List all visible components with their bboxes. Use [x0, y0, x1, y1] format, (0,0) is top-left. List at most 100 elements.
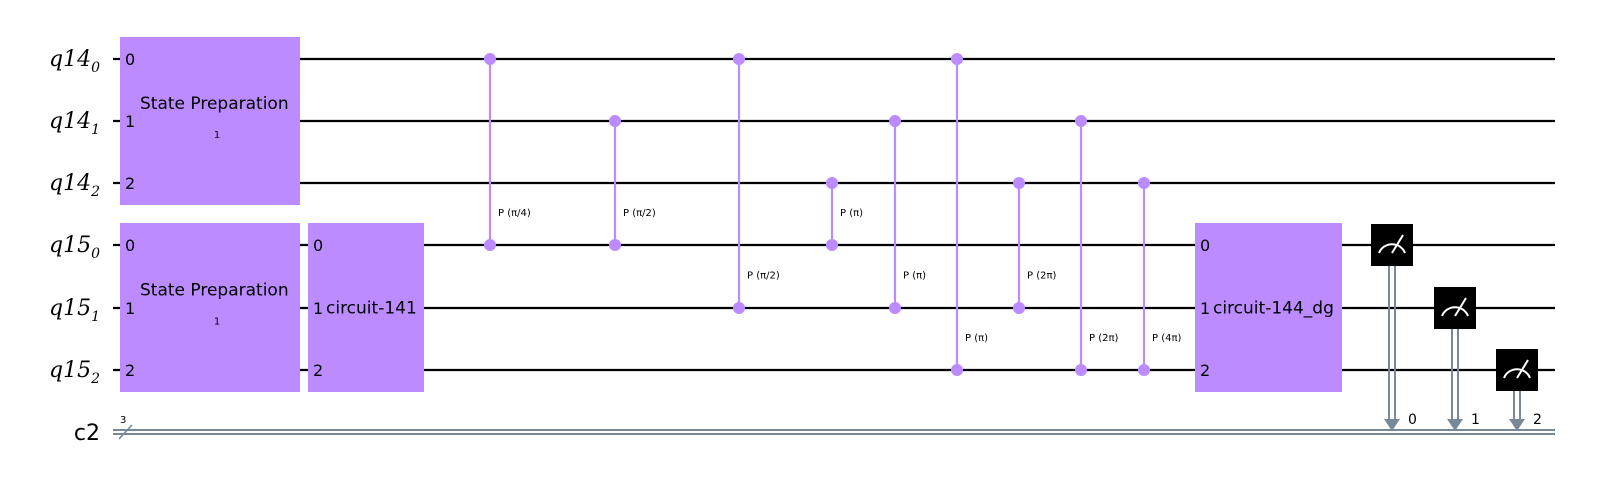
qubit-index: 0	[91, 246, 100, 262]
gate-box	[1195, 223, 1342, 392]
cphase-label: P (π/4)	[498, 208, 531, 219]
qubit-register-name: q15	[49, 358, 91, 383]
control-dot	[1013, 177, 1025, 189]
qubit-register-name: q14	[49, 47, 91, 72]
gate-port-label: 2	[1200, 361, 1210, 380]
cphase-gate: P (4π)	[1138, 177, 1181, 376]
gate-port-label: 0	[1200, 236, 1210, 255]
gate-box	[120, 37, 300, 205]
measure-arrow	[1384, 419, 1400, 431]
meter-icon	[1503, 368, 1531, 379]
classical-width: 3	[120, 415, 126, 426]
controlled-phase-gates: P (π/4) P (π/2) P (π/2) P (π) P (π) P (π) P (2…	[484, 53, 1181, 376]
cphase-label: P (4π)	[1152, 333, 1181, 344]
qubit-label: q142	[49, 171, 100, 200]
gate-port-label: 2	[125, 361, 135, 380]
gate-subtitle: 1	[214, 130, 220, 141]
control-dot	[733, 53, 745, 65]
gate-port-label: 2	[125, 174, 135, 193]
gate-subtitle: 1	[214, 317, 220, 328]
circuit-141-block: 0 1 2 circuit-141	[308, 223, 424, 392]
cphase-label: P (π)	[903, 271, 926, 282]
measurements: 0 1 2	[1371, 224, 1542, 431]
control-dot	[826, 177, 838, 189]
cphase-label: P (2π)	[1089, 333, 1118, 344]
cphase-label: P (π/2)	[747, 271, 780, 282]
gate-port-label: 1	[125, 112, 135, 131]
gate-title: State Preparation	[140, 281, 289, 301]
control-dot	[609, 115, 621, 127]
gate-title: circuit-141	[326, 299, 417, 319]
meter-icon	[1378, 243, 1406, 254]
cphase-gate: P (2π)	[1013, 177, 1056, 314]
meter-needle	[1454, 297, 1467, 317]
control-dot	[1075, 364, 1087, 376]
qubit-index: 2	[90, 184, 100, 200]
measure-gate: 0	[1371, 224, 1417, 431]
qubit-register-name: q14	[49, 109, 91, 134]
measure-gate: 1	[1434, 287, 1480, 431]
cphase-gate: P (π/4)	[484, 53, 531, 251]
control-dot	[484, 239, 496, 251]
control-dot	[609, 239, 621, 251]
cphase-label: P (π)	[965, 333, 988, 344]
meter-needle	[1391, 234, 1404, 254]
measure-cbit-index: 2	[1533, 412, 1542, 428]
gate-port-label: 0	[125, 50, 135, 69]
cphase-gate: P (π/2)	[733, 53, 780, 314]
control-dot	[826, 239, 838, 251]
qubit-index: 0	[91, 60, 100, 76]
qubit-register-name: q15	[49, 296, 91, 321]
control-dot	[1138, 177, 1150, 189]
qubit-label: q151	[49, 296, 100, 325]
cphase-gate: P (π/2)	[609, 115, 656, 251]
qubit-index: 1	[91, 309, 100, 325]
gate-box	[308, 223, 424, 392]
cphase-label: P (π/2)	[623, 208, 656, 219]
cphase-label: P (π)	[840, 208, 863, 219]
cphase-label: P (2π)	[1027, 271, 1056, 282]
gate-title: circuit-144_dg	[1213, 299, 1334, 319]
gate-box	[120, 223, 300, 392]
gate-port-label: 1	[1200, 299, 1210, 318]
control-dot	[1138, 364, 1150, 376]
meter-needle	[1516, 359, 1529, 379]
measure-cbit-index: 1	[1471, 412, 1480, 428]
cphase-gate: P (2π)	[1075, 115, 1118, 376]
measure-gate: 2	[1496, 349, 1542, 431]
measure-arrow	[1509, 419, 1525, 431]
qubit-label: q150	[49, 233, 100, 262]
qubit-register-name: q14	[49, 171, 91, 196]
classical-bundle-slash	[118, 424, 133, 440]
gate-port-label: 0	[125, 236, 135, 255]
cphase-gate: P (π)	[826, 177, 863, 251]
gate-port-label: 1	[313, 299, 323, 318]
qubit-label: q152	[49, 358, 100, 387]
control-dot	[484, 53, 496, 65]
control-dot	[951, 364, 963, 376]
measure-arrow	[1447, 419, 1463, 431]
qubit-label: q141	[49, 109, 100, 138]
gate-title: State Preparation	[140, 94, 289, 114]
qubit-label: q140	[49, 47, 100, 76]
gate-port-label: 2	[313, 361, 323, 380]
classical-register-label: c2	[74, 421, 100, 446]
circuit-144-dg-block: 0 1 2 circuit-144_dg	[1195, 223, 1342, 392]
control-dot	[1075, 115, 1087, 127]
cphase-gate: P (π)	[951, 53, 988, 376]
control-dot	[889, 302, 901, 314]
state-prep-q14-block: 0 1 2 State Preparation 1	[120, 37, 300, 205]
control-dot	[733, 302, 745, 314]
measure-cbit-index: 0	[1408, 412, 1417, 428]
state-prep-q15-block: 0 1 2 State Preparation 1	[120, 223, 300, 392]
control-dot	[889, 115, 901, 127]
gate-port-label: 0	[313, 236, 323, 255]
meter-icon	[1441, 306, 1469, 317]
control-dot	[1013, 302, 1025, 314]
gate-port-label: 1	[125, 299, 135, 318]
control-dot	[951, 53, 963, 65]
cphase-gate: P (π)	[889, 115, 926, 314]
